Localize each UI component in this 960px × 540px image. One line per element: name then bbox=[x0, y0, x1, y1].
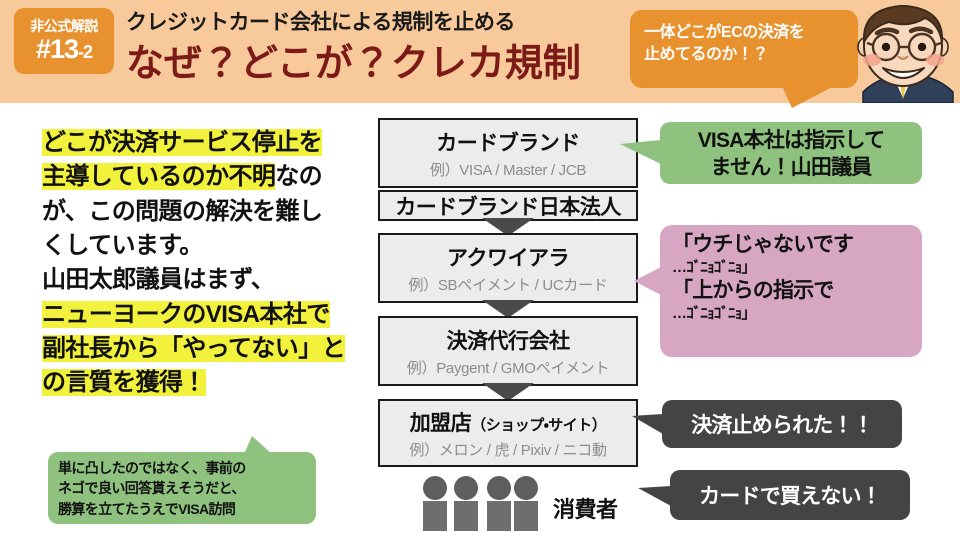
flow-box-merchant: 加盟店（ショップ・サイト） 例）メロン / 虎 / Pixiv / ニコ動 bbox=[378, 399, 638, 467]
callout-payment-stopped: 決済止められた！！ bbox=[632, 400, 902, 448]
left-line-3: が、この問題の解決を難し bbox=[42, 197, 323, 225]
left-line-2: 主導しているのか不明なの bbox=[42, 163, 323, 191]
flow-title-card-brand-japan: カードブランド日本法人 bbox=[395, 195, 621, 219]
callout-stopped-text: 決済止められた！！ bbox=[691, 414, 874, 437]
left-line-4: くしています。 bbox=[42, 231, 203, 259]
person-icon bbox=[487, 476, 511, 531]
left-line-8: の言質を獲得！ bbox=[42, 369, 206, 397]
flow-arrow-3 bbox=[482, 383, 534, 401]
flow-title-merchant: 加盟店（ショップ・サイト） bbox=[409, 411, 607, 435]
callout-tail bbox=[634, 267, 661, 295]
callout-pink-line4: …ｺﾞﾆｮｺﾞﾆｮ」 bbox=[672, 305, 756, 322]
callout-tail bbox=[638, 486, 671, 506]
callout-tail bbox=[632, 414, 663, 434]
flow-example-merchant: 例）メロン / 虎 / Pixiv / ニコ動 bbox=[409, 441, 607, 459]
flow-title-acquirer: アクワイアラ bbox=[447, 246, 569, 270]
green-note-line2: ネゴで良い回答貰えそうだと、 bbox=[58, 480, 245, 497]
narrator-bubble-line1: 一体どこがECの決済を bbox=[644, 24, 805, 41]
note-tail bbox=[244, 436, 272, 454]
callout-pink-line2: …ｺﾞﾆｮｺﾞﾆｮ」 bbox=[672, 259, 756, 277]
header-subtitle: クレジットカード会社による規制を止める bbox=[126, 11, 515, 34]
callout-tail bbox=[620, 140, 661, 164]
callout-cannot-buy: カードで買えない！ bbox=[638, 470, 910, 520]
flow-example-payment-provider: 例）Paygent / GMOペイメント bbox=[406, 359, 610, 377]
green-note-line1: 単に凸したのではなく、事前の bbox=[58, 460, 246, 476]
green-note-line3: 勝算を立てたうえでVISA訪問 bbox=[58, 500, 236, 517]
callout-vague-responses: 「ウチじゃないです …ｺﾞﾆｮｺﾞﾆｮ」 「上からの指示で …ｺﾞﾆｮｺﾞﾆｮ」 bbox=[634, 225, 922, 357]
badge-number: #13-2 bbox=[35, 34, 93, 64]
person-icon bbox=[514, 476, 538, 531]
flow-arrow-2 bbox=[482, 300, 534, 318]
person-icon bbox=[454, 476, 478, 531]
left-commentary-text: どこが決済サービス停止を 主導しているのか不明なの が、この問題の解決を難し く… bbox=[42, 126, 372, 401]
badge-label: 非公式解説 bbox=[30, 18, 98, 34]
left-line-5: 山田太郎議員はまず、 bbox=[42, 266, 275, 294]
bubble-tail bbox=[782, 86, 834, 108]
narrator-speech-bubble: 一体どこがECの決済を 止めてるのか！？ bbox=[630, 10, 858, 108]
green-annotation-note: 単に凸したのではなく、事前の ネゴで良い回答貰えそうだと、 勝算を立てたうえでV… bbox=[48, 436, 316, 524]
consumer-icons-group bbox=[423, 476, 543, 531]
callout-cannot-buy-text: カードで買えない！ bbox=[699, 485, 882, 508]
person-icon bbox=[423, 476, 447, 531]
header-banner: 非公式解説 #13-2 クレジットカード会社による規制を止める なぜ？どこが？ク… bbox=[0, 0, 960, 108]
episode-badge: 非公式解説 #13-2 bbox=[14, 8, 114, 74]
flow-title-payment-provider: 決済代行会社 bbox=[446, 329, 571, 353]
callout-pink-line1: 「ウチじゃないです bbox=[672, 233, 854, 256]
narrator-bubble-line2: 止めてるのか！？ bbox=[644, 45, 769, 63]
flow-box-card-brand: カードブランド 例）VISA / Master / JCB bbox=[378, 118, 638, 188]
callout-visa-line2: ません！山田議員 bbox=[710, 155, 873, 179]
flow-example-acquirer: 例）SBペイメント / UCカード bbox=[408, 276, 608, 294]
callout-visa-denial: VISA本社は指示して ません！山田議員 bbox=[620, 122, 922, 184]
presenter-avatar bbox=[845, 0, 960, 103]
flow-arrow-1 bbox=[482, 218, 534, 236]
flow-box-payment-provider: 決済代行会社 例）Paygent / GMOペイメント bbox=[378, 316, 638, 386]
consumer-label: 消費者 bbox=[553, 497, 618, 522]
left-line-1: どこが決済サービス停止を bbox=[42, 129, 323, 156]
flow-box-acquirer: アクワイアラ 例）SBペイメント / UCカード bbox=[378, 233, 638, 303]
callout-pink-line3: 「上からの指示で bbox=[672, 278, 834, 302]
flow-example-card-brand: 例）VISA / Master / JCB bbox=[429, 161, 587, 179]
callout-visa-line1: VISA本社は指示して bbox=[697, 129, 885, 152]
left-line-7: 副社長から「やってない」と bbox=[42, 334, 346, 362]
page-title: なぜ？どこが？クレカ規制 bbox=[126, 43, 581, 85]
flow-title-card-brand: カードブランド bbox=[436, 131, 580, 155]
left-line-6: ニューヨークのVISA本社で bbox=[42, 300, 330, 328]
flow-box-card-brand-japan: カードブランド日本法人 bbox=[378, 190, 638, 221]
